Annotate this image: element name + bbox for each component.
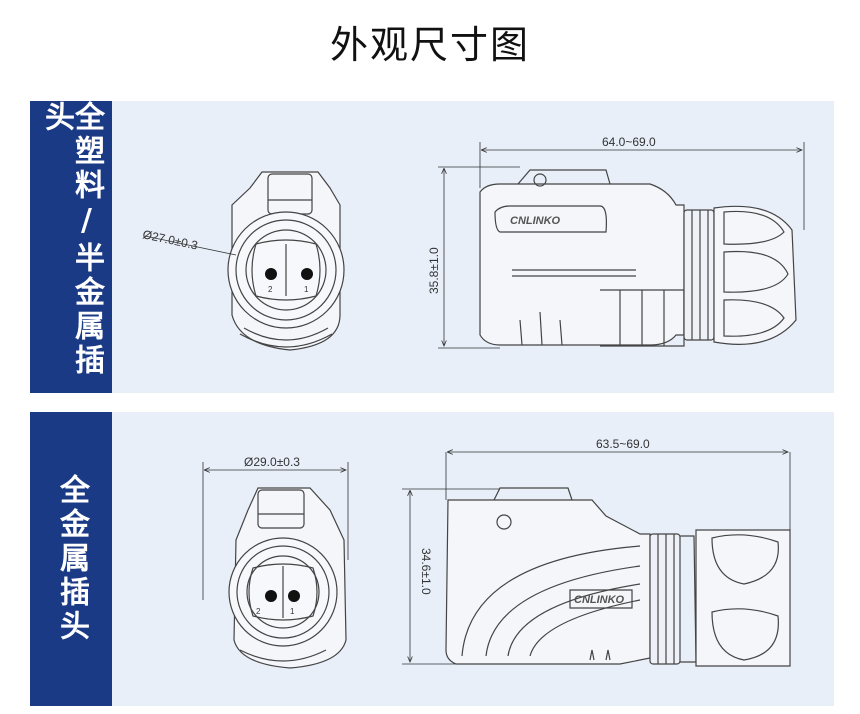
height-label: 34.6±1.0 <box>419 548 433 595</box>
front-view-plastic <box>144 171 345 351</box>
front-diameter-label: Ø29.0±0.3 <box>244 455 300 469</box>
height-dimension <box>402 488 500 665</box>
page-title: 外观尺寸图 <box>329 23 530 67</box>
section-label: 全塑料/半金属插头 <box>39 101 104 378</box>
section-label: 全金属插头 <box>54 474 89 644</box>
section-label-box: 全塑料/半金属插头 <box>30 101 112 393</box>
brand-logo-text: CNLINKO <box>510 215 561 227</box>
pin-1-label: 1 <box>290 607 295 616</box>
length-label: 63.5~69.0 <box>596 437 650 451</box>
side-view-plastic <box>479 169 797 347</box>
front-view-metal <box>228 487 347 669</box>
length-dimension <box>445 452 791 530</box>
pin-2-label: 2 <box>256 607 261 616</box>
front-diameter-label: Ø27.0±0.3 <box>141 227 199 252</box>
height-label: 35.8±1.0 <box>427 247 441 294</box>
height-dimension <box>438 166 520 349</box>
front-diameter-dimension <box>202 462 349 600</box>
length-label: 64.0~69.0 <box>602 135 656 149</box>
brand-logo-text: CNLINKO <box>574 594 625 606</box>
side-view-metal <box>445 487 791 667</box>
pin-2-label: 2 <box>268 285 273 294</box>
length-dimension <box>479 142 805 230</box>
section-label-box: 全金属插头 <box>30 412 112 706</box>
pin-1-label: 1 <box>304 285 309 294</box>
